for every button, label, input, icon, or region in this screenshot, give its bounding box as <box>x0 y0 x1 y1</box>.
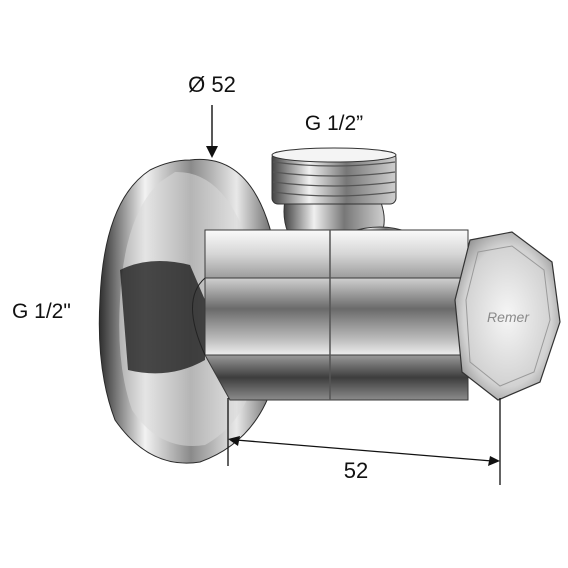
valve-end-cap <box>454 231 561 401</box>
valve-body <box>192 229 469 401</box>
brand-logo: Remer <box>487 309 530 325</box>
inlet-thread-label: G 1/2" <box>12 300 71 323</box>
outlet-thread-rings <box>272 161 396 197</box>
length-dimension <box>227 398 501 485</box>
diameter-label: Ø 52 <box>188 72 236 97</box>
length-label: 52 <box>344 458 368 483</box>
outlet-thread-label: G 1/2” <box>305 112 363 135</box>
diameter-dimension <box>206 105 218 158</box>
outlet-fitting <box>271 147 397 251</box>
